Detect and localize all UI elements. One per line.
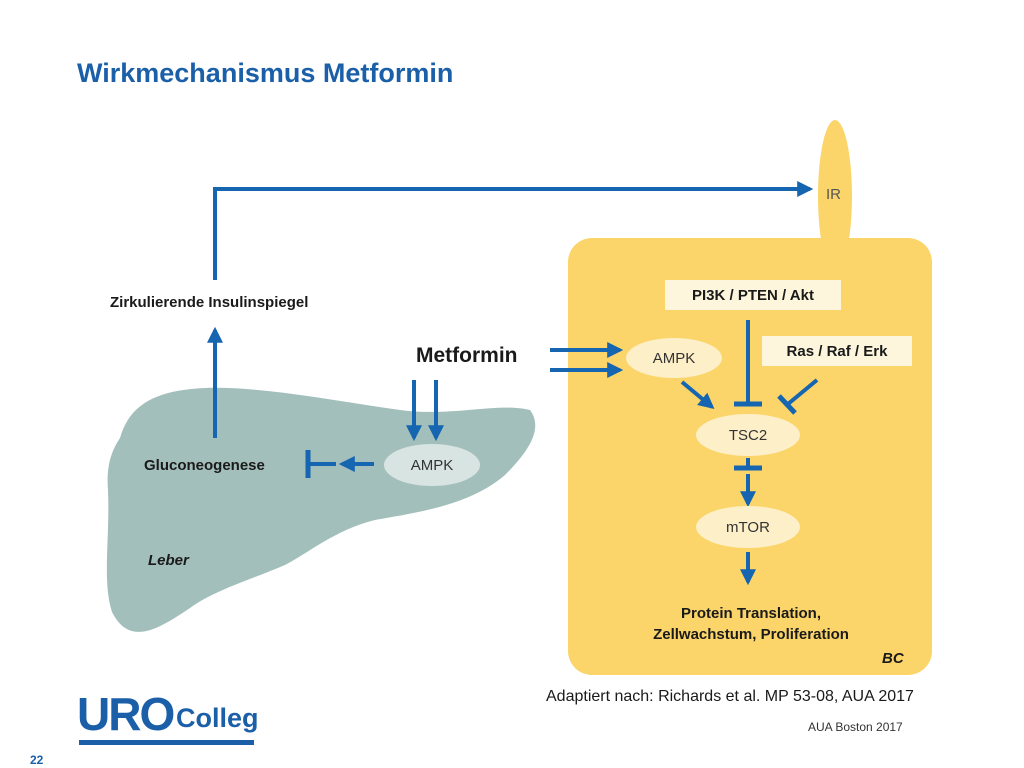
urocolleg-logo-colleg: Colleg: [176, 703, 259, 733]
conference-text: AUA Boston 2017: [808, 720, 903, 734]
ampk-cell-label: AMPK: [652, 349, 696, 367]
protein-translation-label: Protein Translation, Zellwachstum, Proli…: [600, 603, 902, 645]
protein-translation-line2: Zellwachstum, Proliferation: [653, 626, 849, 643]
gluconeogenese-label: Gluconeogenese: [144, 457, 265, 474]
liver-shape: [106, 387, 536, 632]
ir-receptor: [818, 120, 852, 272]
mtor-label: mTOR: [726, 518, 770, 536]
page-number: 22: [30, 753, 44, 767]
inhibition-ras-bar: [777, 394, 797, 415]
urocolleg-logo-bar: [79, 740, 254, 745]
ampk-liver-node: AMPK: [384, 444, 480, 486]
metformin-label: Metformin: [416, 344, 518, 367]
leber-label: Leber: [148, 552, 189, 569]
inhibition-ras-stem: [786, 378, 819, 406]
arrow-ampk-to-tsc2: [680, 380, 715, 410]
arrow-insulin-to-ir: [213, 181, 814, 280]
urocolleg-logo-uro: URO: [77, 688, 175, 740]
ir-label: IR: [826, 186, 841, 203]
zirkulierende-insulinspiegel-label: Zirkulierende Insulinspiegel: [110, 294, 309, 311]
page-title: Wirkmechanismus Metformin: [77, 58, 454, 88]
citation-text: Adaptiert nach: Richards et al. MP 53-08…: [546, 688, 914, 705]
ampk-liver-label: AMPK: [410, 456, 454, 474]
tsc2-node: TSC2: [696, 414, 800, 456]
mtor-node: mTOR: [696, 506, 800, 548]
tsc2-label: TSC2: [728, 426, 768, 444]
bc-label: BC: [882, 650, 904, 667]
pi3k-pten-akt-label: PI3K / PTEN / Akt: [692, 286, 814, 304]
ampk-cell-node: AMPK: [626, 338, 722, 378]
protein-translation-line1: Protein Translation,: [680, 605, 822, 622]
ras-raf-erk-label: Ras / Raf / Erk: [786, 342, 888, 360]
ras-raf-erk-box: Ras / Raf / Erk: [762, 336, 912, 366]
pi3k-pten-akt-box: PI3K / PTEN / Akt: [665, 280, 841, 310]
